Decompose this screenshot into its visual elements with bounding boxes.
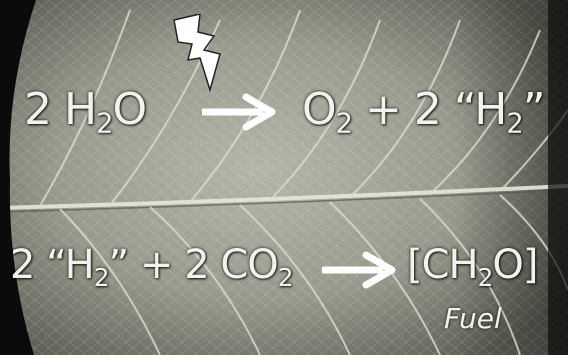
product-carbohydrate: [CH2O]: [407, 242, 539, 292]
fuel-caption: Fuel: [444, 302, 502, 335]
lightning-bolt-icon: [173, 14, 221, 93]
reactant-water: 2 H2O: [24, 84, 147, 140]
reaction-arrow-icon: [322, 251, 396, 289]
reactant-hydrogen: 2 “H2”: [10, 242, 129, 292]
reactant-carbon-dioxide: 2 CO2: [184, 242, 293, 292]
products-oxygen-hydrogen: O2 + 2 “H2”: [302, 84, 546, 140]
reaction-arrow-icon: [202, 93, 276, 131]
water-splitting-reaction: 2 H2O O2 + 2 “H2”: [24, 84, 546, 140]
carbon-fixation-reaction: 2 “H2” + 2 CO2 [CH2O]: [10, 242, 539, 292]
